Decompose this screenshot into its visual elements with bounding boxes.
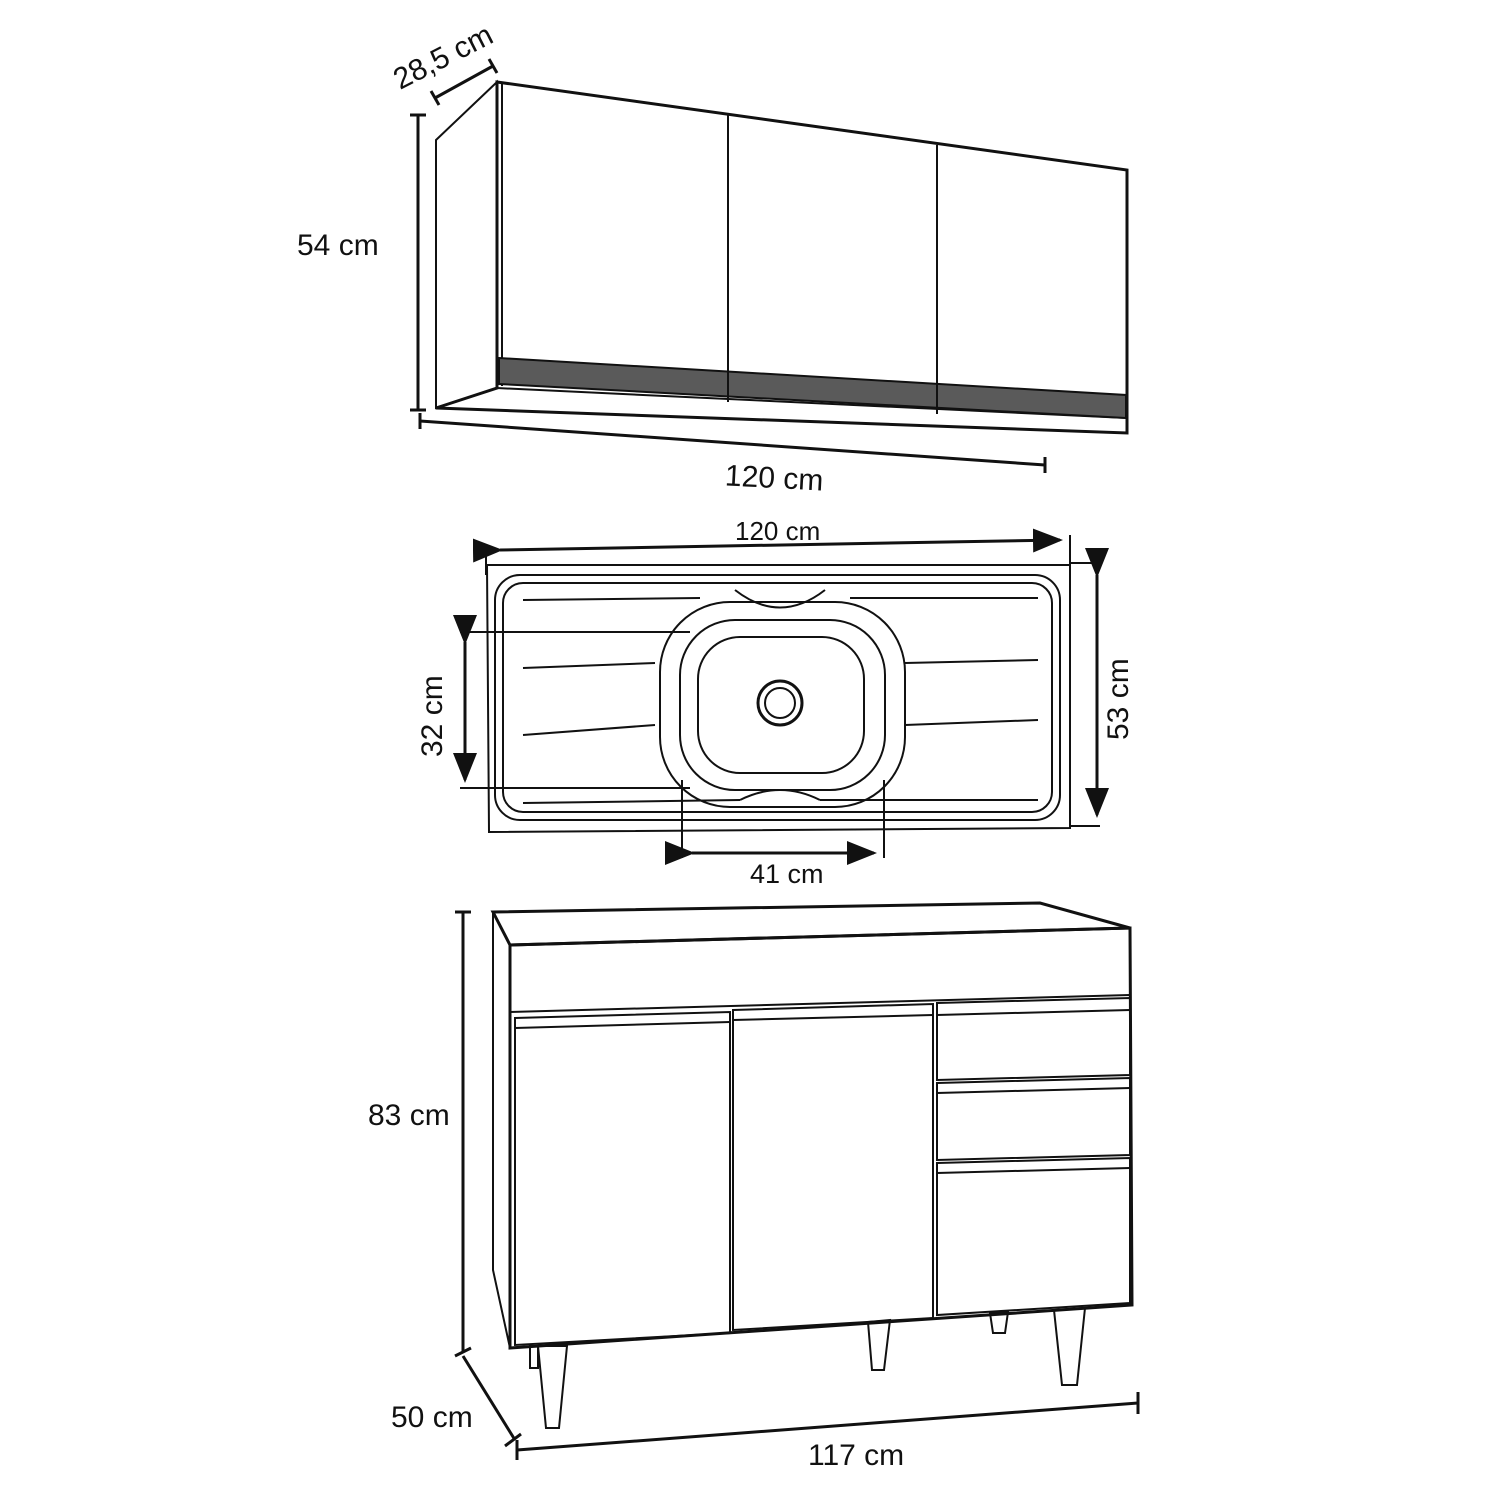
leg — [536, 1345, 569, 1429]
base-cabinet-front — [508, 926, 1134, 1350]
basin-width-label: 41 cm — [750, 859, 824, 889]
leg — [988, 1310, 1010, 1334]
base-cabinet-height-label: 83 cm — [368, 1099, 450, 1132]
drawer-middle[interactable] — [936, 1076, 1131, 1162]
wall-cabinet-body — [435, 80, 1129, 435]
sink-depth-label: 53 cm — [1102, 658, 1135, 740]
wall-cabinet-depth-label: 28,5 cm — [388, 18, 498, 96]
sink-rim — [494, 574, 1061, 821]
depth-dimension-28-5 — [429, 58, 499, 106]
drain-icon — [756, 679, 804, 727]
wall-cabinet-height-label: 54 cm — [297, 229, 379, 262]
leg — [1052, 1306, 1087, 1386]
basin-inner — [697, 636, 865, 774]
base-cabinet-side — [492, 911, 511, 1349]
sink-width-label: 120 cm — [735, 516, 820, 546]
basin-depth-label: 32 cm — [416, 675, 449, 757]
width-dimension-120 — [418, 413, 1047, 473]
width-dimension-117 — [515, 1392, 1140, 1460]
wall-cabinet: 54 cm 120 cm 28,5 cm — [297, 18, 1129, 498]
countertop — [490, 901, 1131, 947]
wall-cabinet-side — [435, 79, 498, 410]
leg — [866, 1318, 892, 1371]
sink-top-view: 120 cm 53 cm 32 cm 41 cm — [416, 516, 1135, 889]
height-dimension-83 — [454, 910, 472, 1358]
drawer-top[interactable] — [936, 996, 1131, 1082]
depth-dimension-50 — [461, 1355, 522, 1448]
base-cabinet: 83 cm 50 cm 117 cm — [368, 901, 1140, 1472]
height-dimension-54 — [410, 113, 426, 412]
door-center[interactable] — [732, 1002, 934, 1332]
drawer-bottom[interactable] — [936, 1156, 1131, 1317]
basin-outer — [659, 601, 906, 808]
sink-width-dimension — [472, 528, 1063, 563]
wall-cabinet-width-label: 120 cm — [724, 459, 824, 497]
base-cabinet-width-label: 117 cm — [808, 1439, 904, 1472]
door-left[interactable] — [514, 1010, 731, 1347]
wall-cabinet-handle-band — [498, 356, 1127, 420]
base-cabinet-depth-label: 50 cm — [391, 1401, 473, 1434]
sink-outline — [485, 564, 1071, 834]
